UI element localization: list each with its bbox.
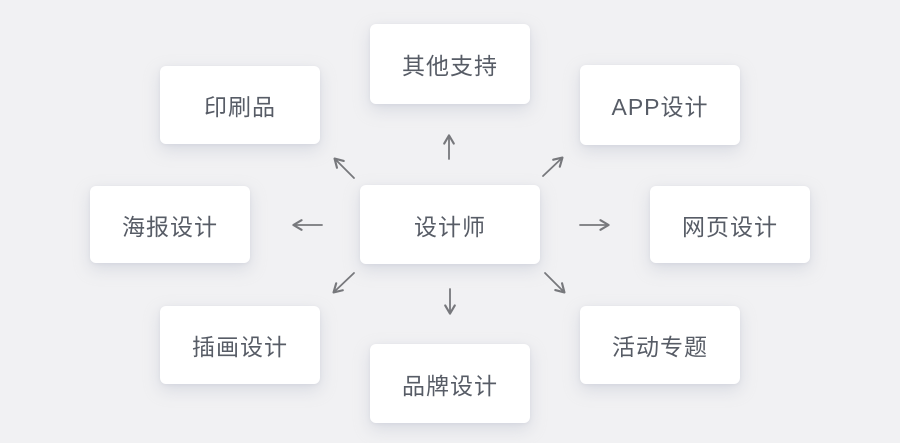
node-card-event-special: 活动专题 [580, 306, 740, 384]
node-card-brand-design: 品牌设计 [370, 344, 530, 423]
arrow-up-right [542, 156, 564, 177]
node-card-web-design: 网页设计 [650, 186, 810, 263]
node-label-app-design: APP设计 [611, 94, 709, 120]
node-label-other-support: 其他支持 [402, 53, 498, 79]
node-label-print-materials: 印刷品 [204, 94, 276, 120]
node-card-other-support: 其他支持 [370, 24, 530, 104]
node-card-poster-design: 海报设计 [90, 186, 250, 263]
node-label-brand-design: 品牌设计 [402, 372, 498, 399]
node-label-event-special: 活动专题 [612, 334, 708, 360]
node-card-app-design: APP设计 [580, 65, 740, 145]
node-label-illustration-design: 插画设计 [192, 334, 288, 360]
node-label-poster-design: 海报设计 [122, 213, 218, 240]
arrow-down-left [332, 272, 355, 294]
node-card-illustration-design: 插画设计 [160, 306, 320, 384]
node-label-web-design: 网页设计 [682, 213, 778, 240]
arrow-down-right [544, 272, 566, 294]
node-label-designer: 设计师 [414, 213, 486, 240]
node-card-designer: 设计师 [360, 185, 540, 264]
arrow-up-left [333, 157, 355, 179]
node-card-print-materials: 印刷品 [160, 66, 320, 144]
